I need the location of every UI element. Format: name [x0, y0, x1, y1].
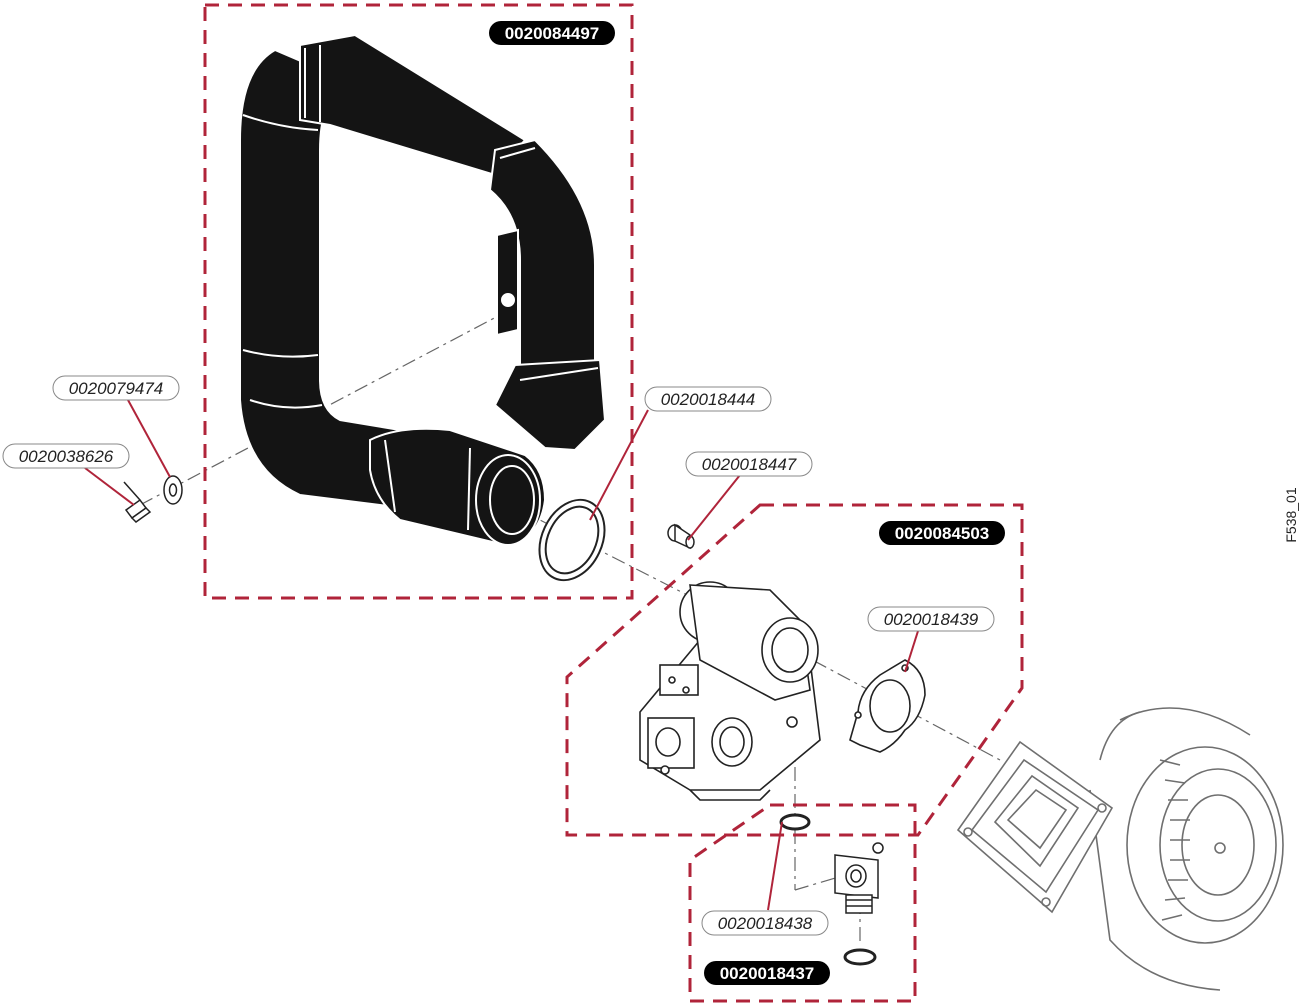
- part-label-valve-gasket: 0020018439: [867, 606, 995, 632]
- o-ring-upper-illustration: [779, 813, 811, 831]
- kit-gas-valve-boundary: [565, 503, 1024, 837]
- pipe-gasket-illustration: [538, 498, 606, 582]
- leader-lines: [84, 399, 919, 911]
- part-number-text: 0020038626: [19, 447, 114, 466]
- kit-number-text: 0020084497: [505, 24, 600, 43]
- part-number-text: 0020079474: [69, 379, 164, 398]
- kit-number-text: 0020084503: [895, 524, 990, 543]
- part-number-text: 0020018439: [884, 610, 979, 629]
- part-label-o-ring: 0020018438: [701, 910, 829, 936]
- kit-label-connector: 0020018437: [704, 961, 830, 985]
- gas-connector-illustration: [834, 842, 884, 914]
- gas-valve-illustration: [639, 581, 821, 801]
- part-number-text: 0020018438: [718, 914, 813, 933]
- part-number-text: 0020018444: [661, 390, 756, 409]
- part-label-pipe-gasket: 0020018444: [644, 386, 772, 412]
- part-label-washer: 0020079474: [52, 375, 180, 401]
- air-intake-pipe-illustration: [239, 33, 607, 547]
- o-ring-lower-illustration: [843, 948, 877, 966]
- part-label-screw: 0020038626: [2, 443, 130, 469]
- kit-label-gas-valve: 0020084503: [879, 521, 1005, 545]
- kit-label-air-pipe: 0020084497: [489, 21, 615, 45]
- kit-connector-boundary: [688, 803, 917, 1003]
- kit-number-text: 0020018437: [720, 964, 815, 983]
- figure-code: F538_01: [1283, 487, 1299, 542]
- fan-blower-illustration: [956, 707, 1284, 991]
- kit-air-pipe-boundary: [203, 3, 634, 600]
- kit-boundaries: [203, 3, 1024, 1003]
- part-label-plug: 0020018447: [685, 451, 813, 477]
- screw-illustration: [123, 481, 152, 523]
- part-number-text: 0020018447: [702, 455, 797, 474]
- valve-gasket-illustration: [849, 659, 926, 753]
- washer-illustration: [163, 475, 183, 505]
